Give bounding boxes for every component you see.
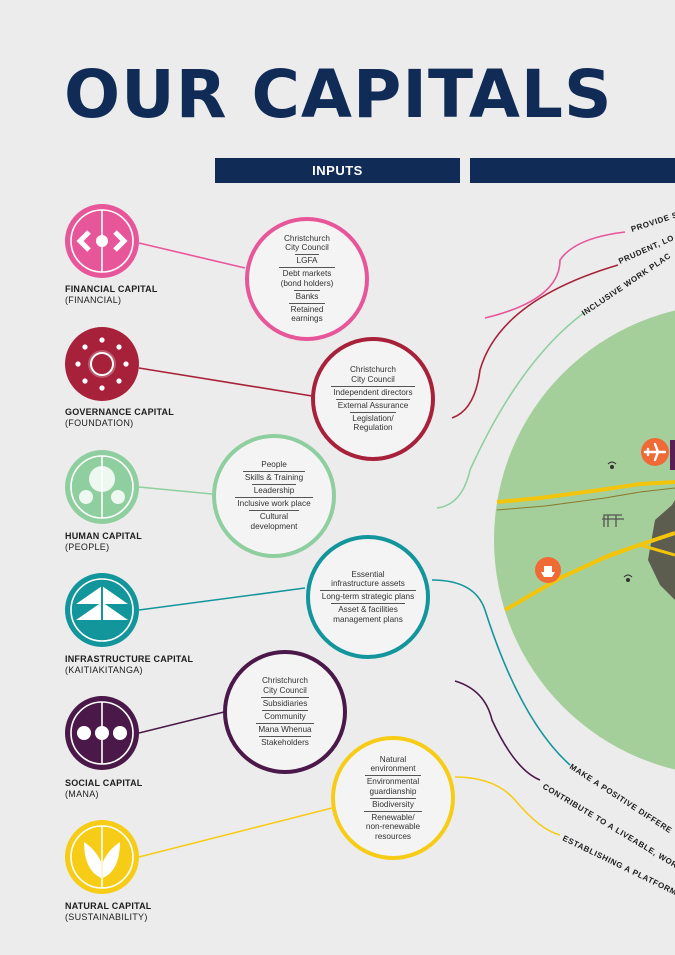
input-item: Asset & facilities management plans: [331, 603, 405, 624]
city-map: [494, 310, 675, 770]
input-item: Mana Whenua: [256, 722, 314, 734]
governance-icon: [65, 327, 139, 401]
infrastructure-capital-label: INFRASTRUCTURE CAPITAL (KAITIAKITANGA): [65, 654, 193, 676]
input-item: Biodiversity: [370, 797, 416, 809]
map-marker: [670, 440, 675, 470]
input-item: Cultural development: [248, 510, 300, 531]
governance-inputs-list: Christchurch City Council Independent di…: [318, 354, 428, 444]
human-input-circle: [212, 434, 336, 558]
capital-subtitle: (MANA): [65, 789, 99, 799]
arc-label: ESTABLISHING A PLATFORM: [561, 834, 675, 897]
human-inputs-list: People Skills & Training Leadership Incl…: [219, 451, 329, 541]
financial-capital-label: FINANCIAL CAPITAL (FINANCIAL): [65, 284, 158, 306]
input-item: Natural environment: [370, 754, 416, 774]
natural-icon: [65, 820, 139, 894]
capital-subtitle: (KAITIAKITANGA): [65, 665, 143, 675]
human-capital-label: HUMAN CAPITAL (PEOPLE): [65, 531, 142, 553]
capital-name: FINANCIAL CAPITAL: [65, 284, 158, 294]
input-item: Legislation/ Regulation: [350, 411, 396, 432]
inputs-header-bar: INPUTS: [215, 158, 460, 183]
arc-lines: [431, 231, 626, 836]
capital-name: INFRASTRUCTURE CAPITAL: [65, 654, 194, 664]
input-item: Christchurch City Council: [350, 365, 396, 384]
social-input-circle: [223, 650, 347, 774]
infrastructure-input-circle: [306, 535, 430, 659]
input-item: Essential infrastructure assets: [331, 569, 405, 589]
input-item: Stakeholders: [259, 735, 311, 747]
financial-inputs-list: Christchurch City Council LGFA Debt mark…: [257, 229, 357, 329]
infrastructure-inputs-list: Essential infrastructure assets Long-ter…: [311, 562, 425, 632]
input-item: Renewable/ non-renewable resources: [363, 810, 423, 841]
input-item: Debt markets (bond holders): [278, 267, 336, 288]
page-title: OUR CAPITALS: [64, 56, 613, 133]
input-item: Inclusive work place: [235, 497, 313, 509]
input-item: Environmental guardianship: [364, 775, 422, 796]
input-item: Skills & Training: [242, 471, 306, 483]
capital-subtitle: (SUSTAINABILITY): [65, 912, 148, 922]
capital-name: SOCIAL CAPITAL: [65, 778, 143, 788]
input-item: People: [261, 460, 287, 470]
map-road: [599, 543, 675, 562]
port-icon: [535, 557, 561, 583]
governance-capital-label: GOVERNANCE CAPITAL (FOUNDATION): [65, 407, 174, 429]
capital-name: GOVERNANCE CAPITAL: [65, 407, 174, 417]
input-item: LGFA: [294, 254, 320, 266]
map-road-edge: [496, 487, 675, 511]
map-road: [496, 480, 675, 504]
social-icon: [65, 696, 139, 770]
capital-name: NATURAL CAPITAL: [65, 901, 152, 911]
natural-capital-label: NATURAL CAPITAL (SUSTAINABILITY): [65, 901, 152, 923]
map-land: [494, 310, 675, 770]
input-item: Community: [262, 709, 308, 721]
connector-lines: [138, 242, 333, 858]
outputs-header-bar: [470, 158, 675, 183]
arc-label: PROVIDE S: [630, 210, 675, 234]
capital-subtitle: (FINANCIAL): [65, 295, 122, 305]
crane-icon: [602, 514, 624, 527]
human-icon: [65, 450, 139, 524]
input-item: Independent directors: [331, 385, 415, 397]
input-item: Banks: [293, 289, 321, 301]
arc-label: MAKE A POSITIVE DIFFERE: [568, 762, 674, 835]
input-item: External Assurance: [335, 398, 411, 410]
input-item: Subsidiaries: [260, 696, 310, 708]
input-item: Christchurch City Council: [262, 676, 308, 695]
infrastructure-icon: [65, 573, 139, 647]
airport-icon: [641, 438, 669, 466]
input-item: Leadership: [251, 484, 297, 496]
social-inputs-list: Christchurch City Council Subsidiaries C…: [235, 662, 335, 762]
natural-inputs-list: Natural environment Environmental guardi…: [343, 748, 443, 848]
input-item: Christchurch City Council: [284, 233, 330, 253]
social-capital-label: SOCIAL CAPITAL (MANA): [65, 778, 142, 800]
input-item: Long-term strategic plans: [319, 590, 417, 601]
capital-subtitle: (PEOPLE): [65, 542, 110, 552]
inputs-header-label: INPUTS: [312, 163, 363, 178]
signal-icon: [607, 461, 633, 582]
financial-input-circle: [245, 217, 369, 341]
input-item: Retained earnings: [288, 302, 326, 324]
financial-icon: [65, 204, 139, 278]
capital-subtitle: (FOUNDATION): [65, 418, 134, 428]
capital-name: HUMAN CAPITAL: [65, 531, 142, 541]
